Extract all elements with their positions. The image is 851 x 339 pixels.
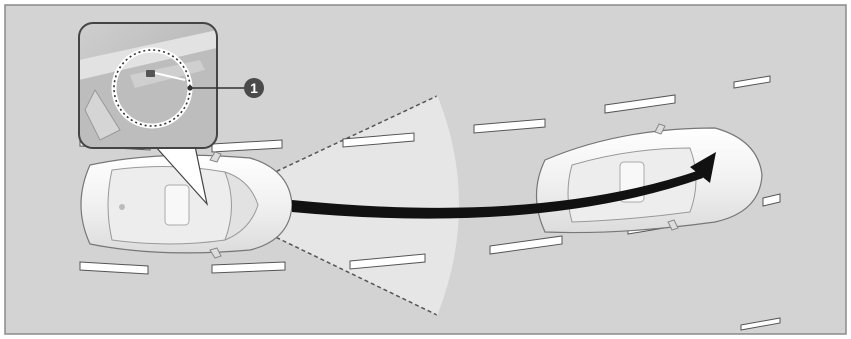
callout-number: 1 xyxy=(250,80,258,96)
callout-leader-dot xyxy=(187,85,192,90)
ego-car-sunroof xyxy=(165,185,189,225)
ego-car-badge xyxy=(119,204,125,210)
callout-badge: 1 xyxy=(244,78,264,98)
